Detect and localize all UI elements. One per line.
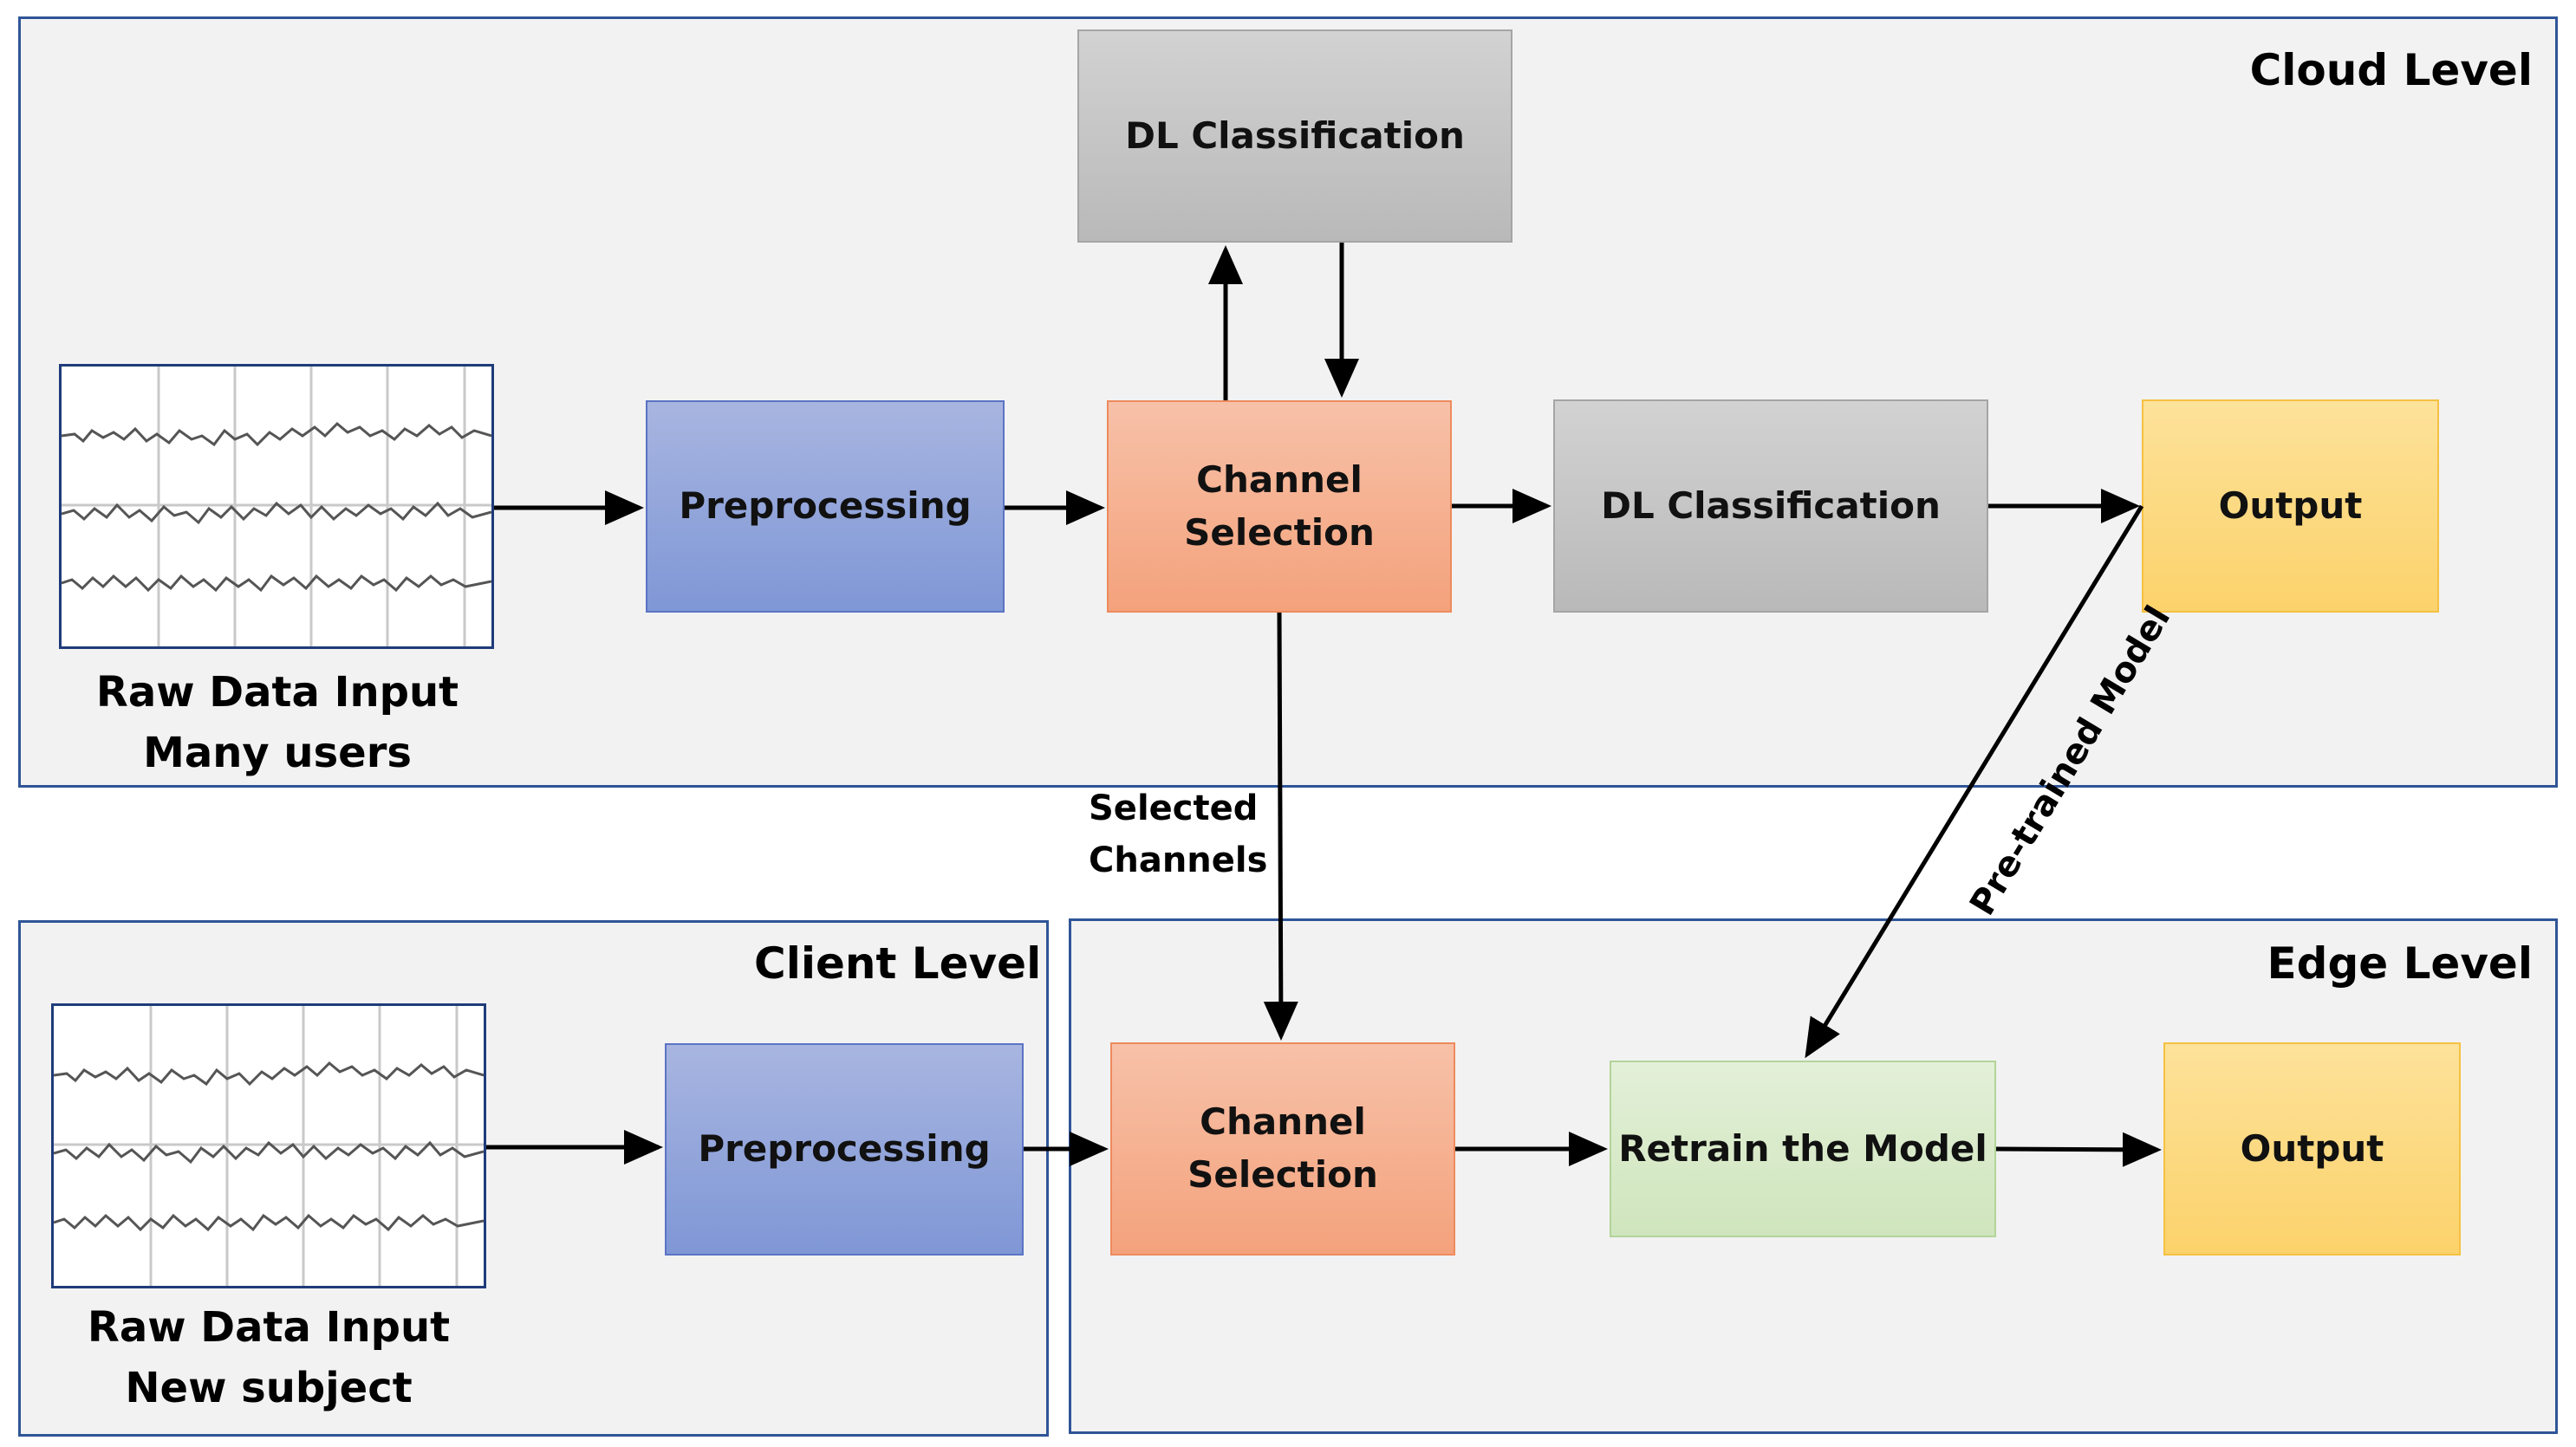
raw-data-caption-line1: Raw Data Input (95, 668, 459, 717)
retrain-model-label: Retrain the Model (1618, 1126, 1987, 1170)
channel-selection-label-line2: Selection (1184, 510, 1375, 554)
channel-selection-label-line1: Channel (1196, 457, 1363, 501)
raw-data-eeg-image-client (51, 1003, 486, 1288)
selected-channels-line2: Channels (1089, 840, 1268, 880)
preprocessing-box-client: Preprocessing (665, 1043, 1024, 1256)
channel-selection-label-line1: Channel (1200, 1100, 1366, 1144)
raw-data-caption-line2: New subject (125, 1363, 413, 1412)
raw-data-caption-line1: Raw Data Input (87, 1303, 451, 1352)
output-box-cloud: Output (2142, 399, 2439, 613)
raw-data-caption-cloud: Raw Data Input Many users (61, 663, 494, 783)
client-level-title: Client Level (754, 938, 1042, 989)
dl-classification-top-label: DL Classification (1125, 114, 1465, 157)
output-label-cloud: Output (2218, 483, 2363, 527)
arrow-selected-channels (1263, 612, 1298, 1041)
eeg-signal-icon (53, 1006, 485, 1286)
edge-level-title: Edge Level (2267, 938, 2533, 989)
selected-channels-line1: Selected (1089, 788, 1259, 828)
arrow-pretrained-model (1805, 504, 2144, 1059)
retrain-model-box: Retrain the Model (1610, 1061, 1996, 1237)
eeg-signal-icon (61, 367, 492, 646)
channel-selection-box-edge: Channel Selection (1110, 1042, 1455, 1256)
dl-classification-label: DL Classification (1601, 483, 1941, 527)
cloud-level-title: Cloud Level (2249, 45, 2533, 95)
dl-classification-top-box: DL Classification (1077, 29, 1512, 243)
preprocessing-box-cloud: Preprocessing (646, 400, 1005, 613)
channel-selection-box-cloud: Channel Selection (1107, 400, 1452, 613)
raw-data-eeg-image-cloud (59, 364, 494, 649)
preprocessing-label: Preprocessing (698, 1127, 991, 1171)
output-label-edge: Output (2240, 1126, 2384, 1170)
arrow-retrain-to-output (1995, 1132, 2162, 1167)
dl-classification-box: DL Classification (1553, 399, 1988, 613)
preprocessing-label: Preprocessing (679, 484, 972, 528)
raw-data-caption-line2: Many users (143, 728, 412, 777)
output-box-edge: Output (2163, 1042, 2461, 1256)
selected-channels-label: Selected Channels (1089, 782, 1267, 886)
channel-selection-label-line2: Selection (1187, 1153, 1378, 1196)
raw-data-caption-client: Raw Data Input New subject (52, 1298, 485, 1418)
